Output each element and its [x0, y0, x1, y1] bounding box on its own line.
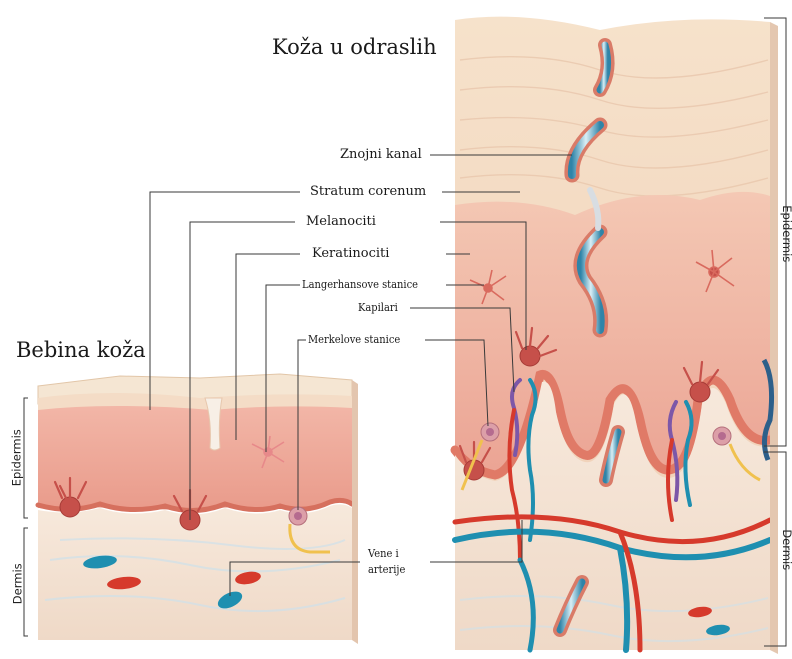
label-veins-line2: arterije — [368, 564, 405, 575]
right-epidermis-label: Epidermis — [780, 199, 792, 269]
label-capillaries: Kapilari — [358, 302, 398, 313]
left-dermis-label: Dermis — [12, 554, 24, 614]
label-merkel: Merkelove stanice — [308, 334, 400, 345]
label-sweat-duct: Znojni kanal — [340, 148, 422, 161]
label-langerhans: Langerhansove stanice — [302, 279, 418, 290]
baby-skin-block — [38, 374, 358, 644]
label-veins-line1: Vene i — [368, 548, 399, 559]
left-epidermis-label: Epidermis — [11, 423, 23, 493]
adult-skin-title: Koža u odraslih — [272, 37, 437, 58]
baby-skin-title: Bebina koža — [16, 340, 146, 361]
label-keratinocytes: Keratinociti — [312, 247, 389, 260]
adult-skin-block — [455, 17, 778, 654]
right-dermis-label: Dermis — [780, 520, 792, 580]
label-melanocytes: Melanociti — [306, 215, 376, 228]
label-stratum-corneum: Stratum corenum — [310, 185, 426, 198]
